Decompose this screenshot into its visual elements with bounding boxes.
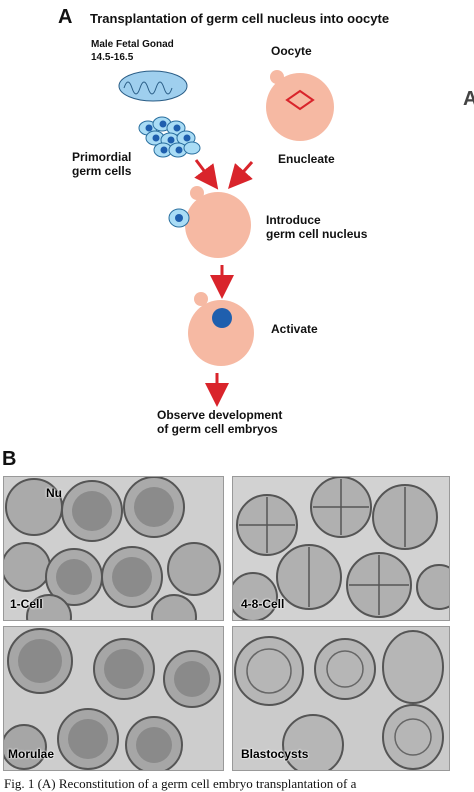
observe-label-line2: of germ cell embryos <box>157 422 278 436</box>
panel-b-letter: B <box>2 448 17 470</box>
four-eight-cell-label: 4-8-Cell <box>241 597 285 611</box>
panel-a-title: Transplantation of germ cell nucleus int… <box>90 11 390 26</box>
arrow-pgc-icon <box>194 159 219 190</box>
reconstituted-oocyte-icon <box>168 186 251 258</box>
embryo-blastocysts-picture <box>233 627 449 770</box>
image-blastocysts: Blastocysts <box>232 626 450 771</box>
gonad-label-line2: 14.5-16.5 <box>91 52 134 63</box>
activated-oocyte-icon <box>188 292 254 366</box>
primordial-germ-cells-icon <box>138 116 201 158</box>
gonad-icon <box>118 70 188 102</box>
arrow-enucleate-icon <box>228 161 254 189</box>
embryo-4-8-cell-picture <box>233 477 449 620</box>
embryo-1-cell-picture <box>4 477 223 620</box>
observe-label: Observe development of germ cell embryos <box>157 408 282 436</box>
primordial-label-line1: Primordial <box>72 150 132 164</box>
morulae-label: Morulae <box>8 747 55 761</box>
figure-caption: Fig. 1 (A) Reconstitution of a germ cell… <box>4 776 357 791</box>
nu-label: Nu <box>46 486 62 500</box>
image-morulae: Morulae <box>3 626 224 771</box>
primordial-label: Primordial germ cells <box>72 150 131 178</box>
oocyte-label: Oocyte <box>271 44 312 58</box>
image-4-8-cell: 4-8-Cell <box>232 476 450 621</box>
activate-label: Activate <box>271 322 318 336</box>
one-cell-label: 1-Cell <box>10 597 43 611</box>
panel-a-diagram <box>118 70 334 407</box>
introduce-label-line1: Introduce <box>266 213 321 227</box>
blastocysts-label: Blastocysts <box>241 747 309 761</box>
introduce-label: Introduce germ cell nucleus <box>266 213 367 241</box>
observe-label-line1: Observe development <box>157 408 283 422</box>
embryo-morulae-picture <box>4 627 223 770</box>
oocyte-icon <box>266 70 334 141</box>
panel-a-letter: A <box>58 6 73 28</box>
gonad-label-line1: Male Fetal Gonad <box>91 39 174 50</box>
image-1-cell: Nu 1-Cell <box>3 476 224 621</box>
enucleate-label: Enucleate <box>278 152 335 166</box>
edge-letter: A <box>463 88 474 110</box>
primordial-label-line2: germ cells <box>72 164 132 178</box>
gonad-label: Male Fetal Gonad 14.5-16.5 <box>91 38 174 64</box>
introduce-label-line2: germ cell nucleus <box>266 227 368 241</box>
